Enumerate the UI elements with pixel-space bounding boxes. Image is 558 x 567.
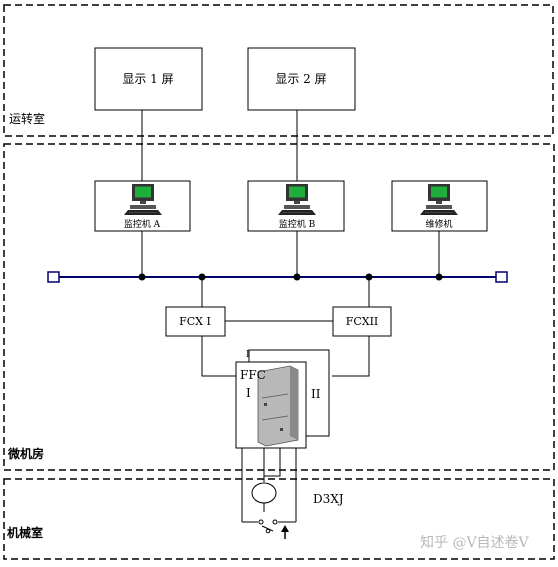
display-2-label: 显示 2 屏 (275, 72, 326, 86)
ffc-loop-top (248, 349, 330, 437)
display-1-box (94, 47, 203, 111)
cabinet-handle (264, 403, 267, 406)
relay-label: D3XJ (313, 492, 344, 506)
fcx1-label: FCX I (179, 315, 211, 328)
monitor-b-label: 监控机 B (279, 218, 316, 230)
ffc-line-ii: II (311, 387, 321, 401)
fcx1-ffc-link (201, 336, 236, 377)
bus-terminator-right (495, 271, 508, 283)
contact-point (258, 519, 264, 525)
contact-point (272, 519, 278, 525)
machine-room-label: 机械室 (7, 525, 43, 540)
fcx1-box (165, 306, 226, 337)
fcx2-ffc-link (332, 336, 370, 377)
ffc-label: FFC (240, 368, 266, 382)
cabinet-side (290, 366, 298, 440)
bus-node (435, 273, 443, 281)
fcx2-box (332, 306, 392, 337)
bus-terminator-left (47, 271, 60, 283)
ffc-line-i: I (246, 386, 251, 400)
contact-switch (261, 525, 274, 532)
monitor-a-label: 监控机 A (124, 218, 161, 230)
machine-room-zone (3, 478, 555, 560)
display-2-box (247, 47, 356, 111)
contact-point (265, 528, 271, 534)
relay-coil (251, 482, 277, 504)
bus-node (138, 273, 146, 281)
cabinet-shelf (261, 415, 289, 421)
bus-node (293, 273, 301, 281)
ffc-wire-4 (264, 448, 281, 477)
micro-room-zone (3, 143, 555, 471)
arrow-head (281, 525, 289, 532)
display-1-label: 显示 1 屏 (122, 72, 173, 86)
control-room-label: 运转室 (9, 111, 45, 126)
cabinet-handle (280, 428, 283, 431)
watermark-text: 知乎 @V自述卷V (420, 534, 530, 551)
maintenance-label: 维修机 (425, 218, 452, 230)
micro-room-label: 微机房 (7, 446, 44, 461)
cabinet-shelf (261, 393, 289, 399)
ffc-top-i: I (246, 350, 250, 360)
fcx2-label: FCXII (346, 315, 379, 328)
